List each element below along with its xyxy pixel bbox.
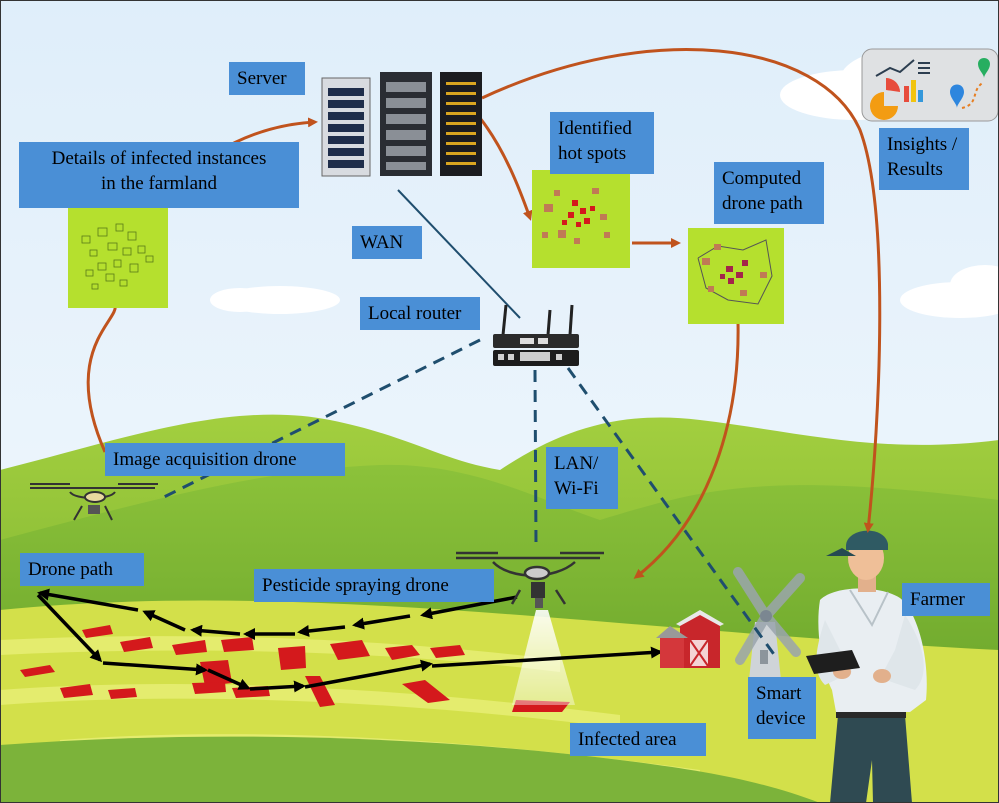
server-rack-icon: [321, 72, 482, 177]
acquisition-drone-label: Image acquisition drone: [105, 443, 345, 476]
router-icon: [493, 304, 579, 366]
server-label: Server: [229, 62, 305, 95]
lan-wifi-label: LAN/ Wi-Fi: [546, 447, 618, 509]
wan-link: [397, 189, 521, 319]
drone-path-label: Drone path: [20, 553, 144, 586]
flow-arrows: [86, 48, 882, 579]
infected-instances-map: [68, 208, 168, 308]
wireless-links: [157, 338, 780, 661]
drone-path: [36, 588, 663, 693]
smart-device-label: Smart device: [748, 677, 816, 739]
windmill-icon: [733, 567, 805, 690]
spraying-drone-icon: [456, 551, 604, 608]
details-label: Details of infected instances in the far…: [19, 142, 299, 208]
hot-spots-map: [532, 170, 630, 268]
analytics-dashboard-icon: [861, 48, 999, 122]
drone-icon: [30, 483, 158, 521]
computed-path-label: Computed drone path: [714, 162, 824, 224]
farmer-figure: [806, 530, 927, 803]
field-foreground: [0, 736, 820, 803]
hot-spots-label: Identified hot spots: [550, 112, 654, 174]
spraying-drone-label: Pesticide spraying drone: [254, 569, 494, 602]
infected-area-label: Infected area: [570, 723, 706, 756]
farmer-label: Farmer: [902, 583, 990, 616]
router-label: Local router: [360, 297, 480, 330]
insights-label: Insights / Results: [879, 128, 969, 190]
barn-icon: [656, 610, 724, 668]
computed-drone-path-map: [688, 228, 784, 324]
wan-label: WAN: [352, 226, 422, 259]
